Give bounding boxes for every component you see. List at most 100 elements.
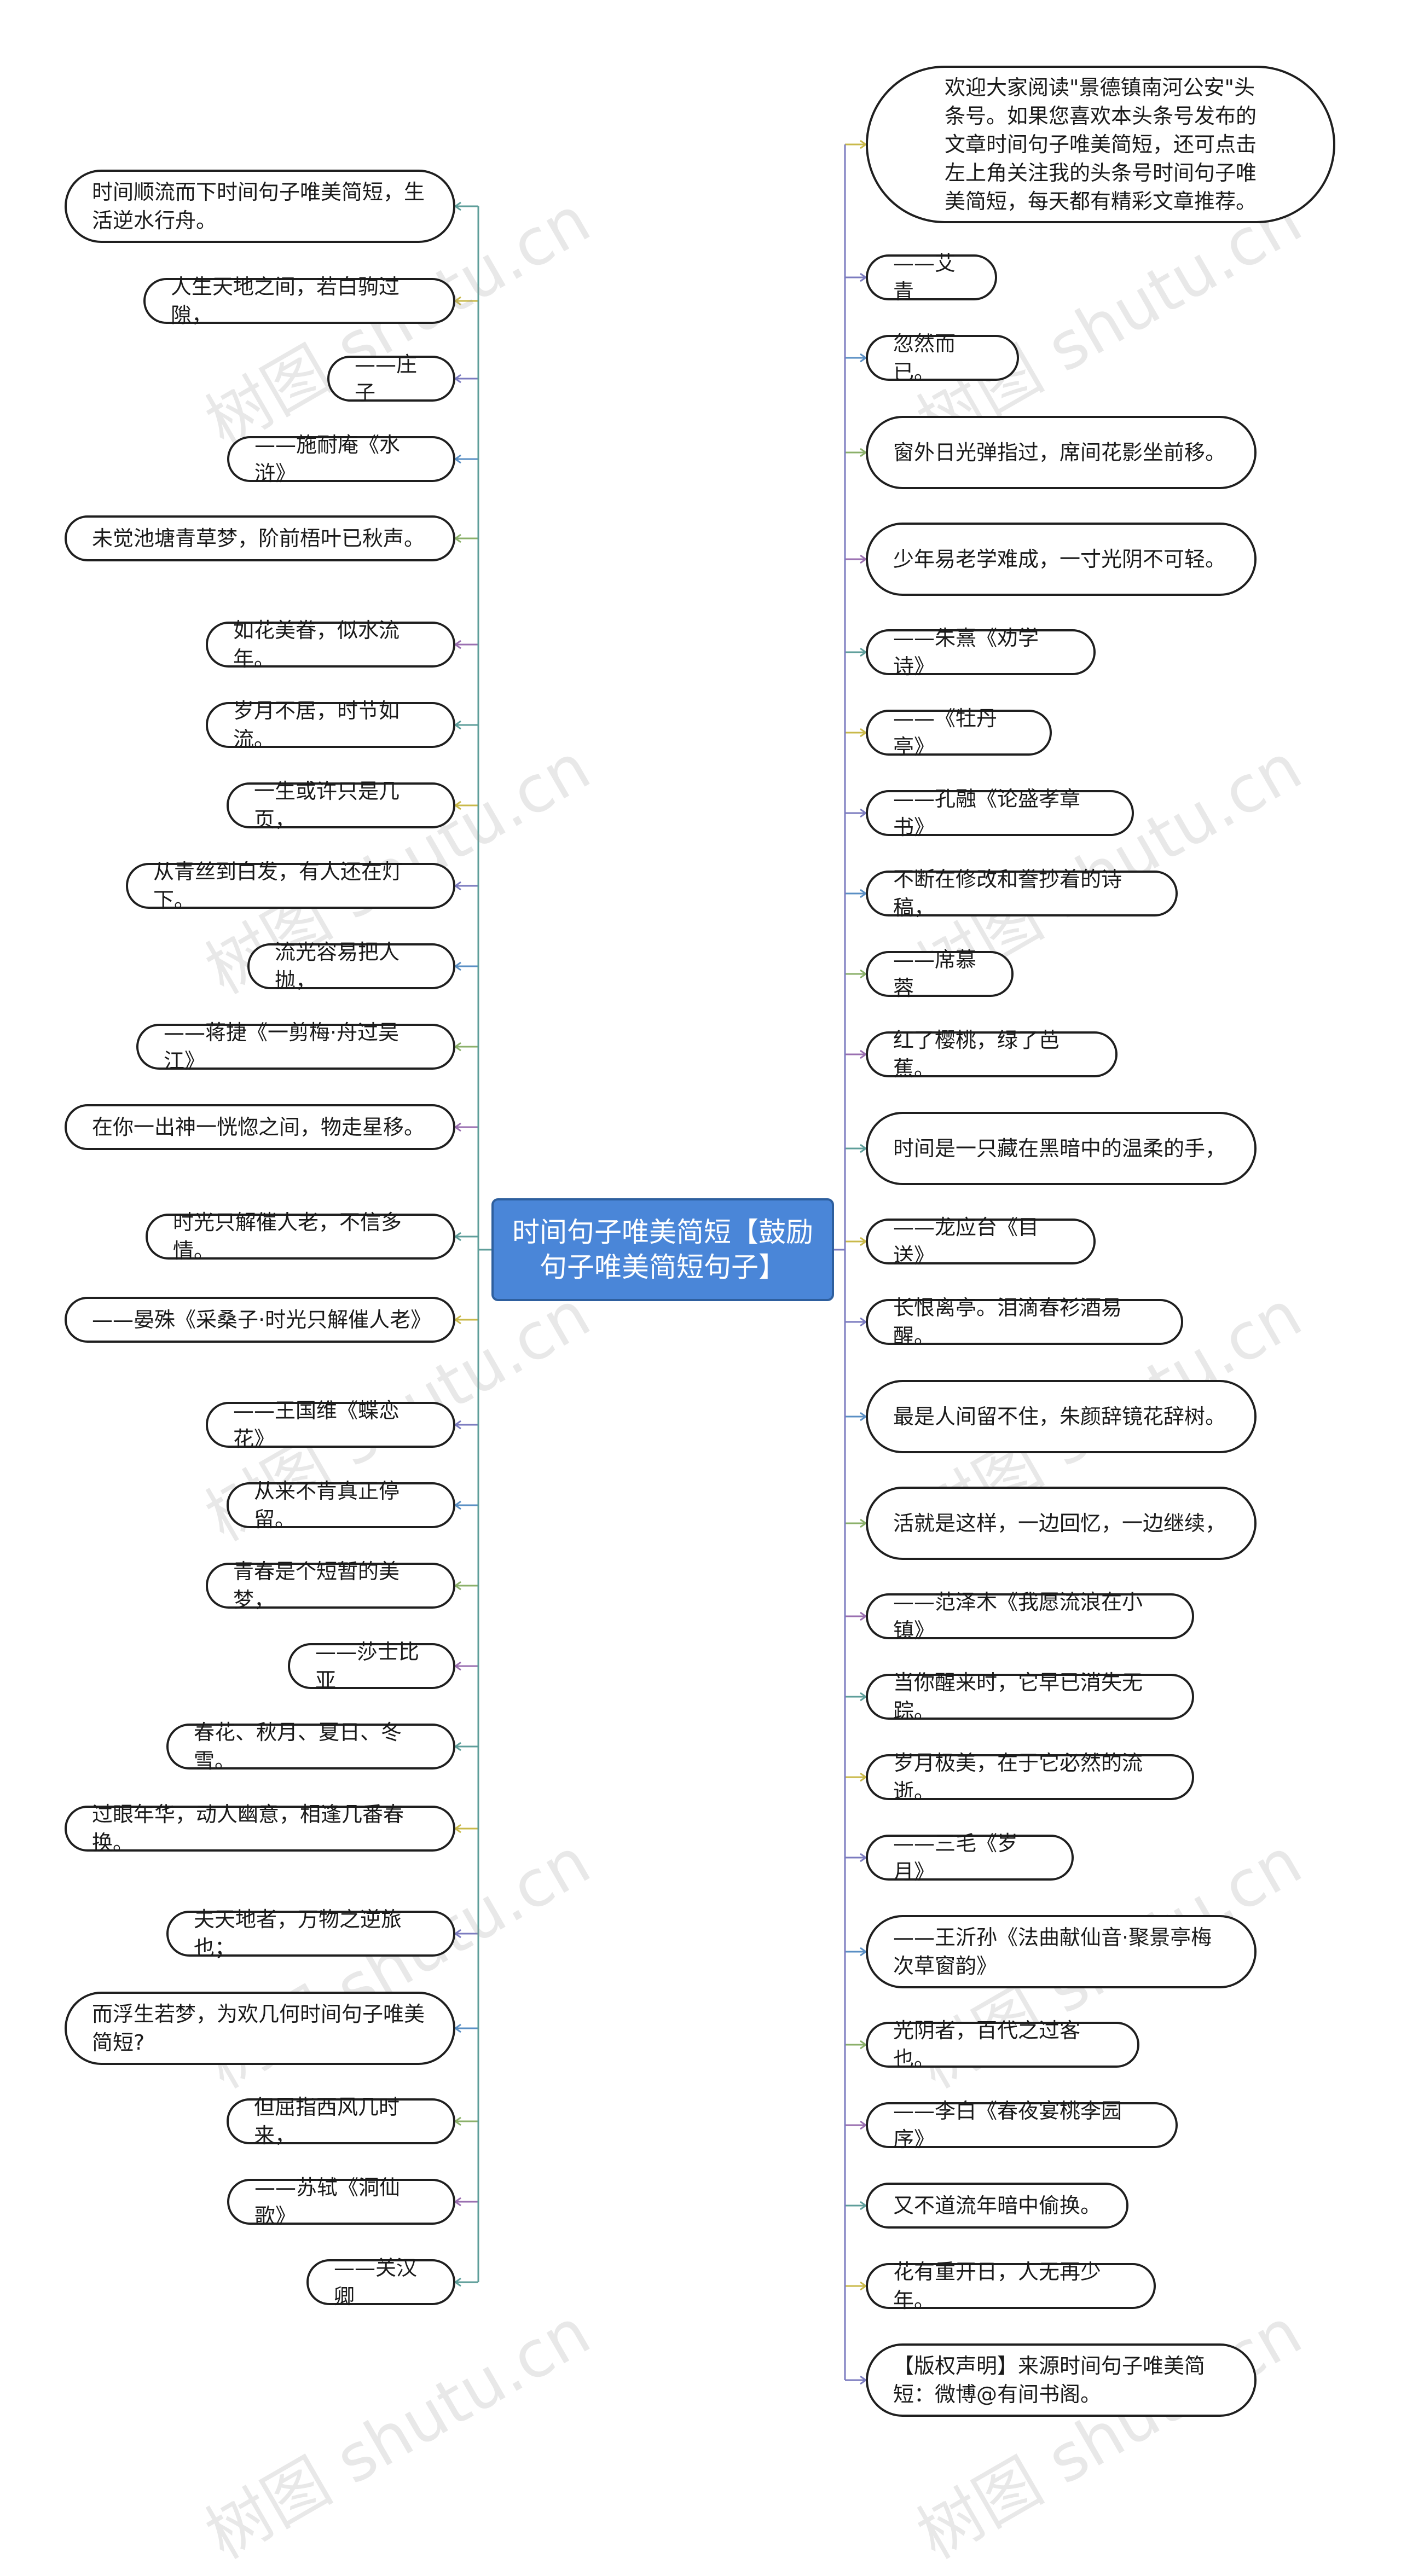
left-node[interactable]: 过眼年华，动人幽意，相逢几番春换。 [65,1802,455,1855]
left-arrowhead [454,1122,461,1132]
left-arrowhead [454,640,461,649]
left-node-label: 未觉池塘青草梦，阶前梧叶已秋声。 [92,526,425,550]
left-node-label: 人生天地之间，若白驹过隙， [171,275,400,327]
left-node-label: ——关汉卿 [334,2256,418,2308]
left-node[interactable]: ——王国维《蝶恋花》 [206,1399,455,1451]
left-arrowhead [454,533,461,543]
right-node[interactable]: ——席慕蓉 [866,948,1014,1000]
right-node-label: 花有重开日，人无再少年。 [893,2260,1102,2312]
right-node[interactable]: ——范泽木《我愿流浪在小镇》 [866,1590,1194,1643]
left-node[interactable]: 从青丝到白发，有人还在灯下。 [126,860,455,912]
left-node[interactable]: 时间顺流而下时间句子唯美简短，生活逆水行舟。 [65,170,455,243]
left-arrowhead [454,1500,461,1510]
left-node[interactable]: 而浮生若梦，为欢几何时间句子唯美简短? [65,1992,455,2065]
right-node[interactable]: ——王沂孙《法曲献仙音·聚景亭梅次草窗韵》 [866,1915,1257,1988]
left-arrowhead [454,2023,461,2033]
right-node-label: ——龙应台《目送》 [893,1215,1039,1268]
left-node[interactable]: 青春是个短暂的美梦， [206,1559,455,1612]
left-node[interactable]: ——庄子 [327,352,455,405]
right-node[interactable]: 忽然而已。 [866,332,1019,384]
left-node-label: 如花美眷，似水流年。 [233,618,400,671]
left-node-label: 从来不肯真正停留。 [254,1479,400,1531]
right-node[interactable]: 当你醒来时，它早已消失无踪。 [866,1670,1194,1723]
right-node-label: ——席慕蓉 [893,948,977,1000]
left-node-label: ——庄子 [355,352,418,405]
right-node-label: 岁月极美，在于它必然的流逝。 [893,1751,1143,1803]
left-node-label: 从青丝到白发，有人还在灯下。 [153,860,403,912]
right-node[interactable]: ——三毛《岁月》 [866,1831,1074,1884]
right-node-label: 不断在修改和誊抄着的诗稿， [893,867,1122,920]
left-node-label: 而浮生若梦，为欢几何时间句子唯美简短? [92,2002,425,2055]
left-node-label: ——莎士比亚 [315,1640,420,1692]
left-node[interactable]: 人生天地之间，若白驹过隙， [143,275,455,327]
left-node-label: ——蒋捷《一剪梅·舟过吴江》 [164,1020,400,1073]
left-arrowhead [454,1742,461,1751]
right-node[interactable]: 不断在修改和誊抄着的诗稿， [866,867,1178,920]
right-node-label: ——孔融《论盛孝章书》 [893,787,1081,839]
central-topic[interactable]: 时间句子唯美简短【鼓励句子唯美简短句子】 [491,1198,834,1301]
left-node[interactable]: 如花美眷，似水流年。 [206,618,455,671]
right-node[interactable]: 红了樱桃，绿了芭蕉。 [866,1028,1118,1081]
connector-lines [454,140,867,2385]
left-node-label: ——施耐庵《水浒》 [254,433,401,485]
right-node-label: ——李白《春夜宴桃李园序》 [893,2099,1122,2151]
right-node-label: 光阴者，百代之过客也。 [893,2018,1081,2071]
right-node[interactable]: 时间是一只藏在黑暗中的温柔的手， [866,1112,1257,1185]
left-node-label: 青春是个短暂的美梦， [233,1559,400,1612]
right-node-label: 当你醒来时，它早已消失无踪。 [893,1670,1143,1723]
left-arrowhead [454,1824,461,1834]
left-node[interactable]: 未觉池塘青草梦，阶前梧叶已秋声。 [65,515,455,561]
right-node[interactable]: 少年易老学难成，一寸光阴不可轻。 [866,523,1257,596]
left-arrowhead [454,2116,461,2126]
left-node[interactable]: 一生或许只是几页， [227,779,455,832]
right-node[interactable]: 活就是这样，一边回忆，一边继续， [866,1487,1257,1560]
right-node[interactable]: 花有重开日，人无再少年。 [866,2260,1156,2312]
intro-note-label: 欢迎大家阅读"景德镇南河公安"头条号。如果您喜欢本头条号发布的文章时间句子唯美简… [945,76,1257,213]
left-node[interactable]: 春花、秋月、夏日、冬雪。 [166,1720,455,1773]
left-arrowhead [454,1232,461,1241]
left-node[interactable]: 但屈指西风几时来， [227,2095,455,2148]
right-node[interactable]: 长恨离亭。泪滴春衫酒易醒。 [866,1296,1183,1348]
left-node[interactable]: ——晏殊《采桑子·时光只解催人老》 [65,1297,455,1343]
right-node-label: ——朱熹《劝学诗》 [893,626,1039,678]
right-node[interactable]: ——孔融《论盛孝章书》 [866,787,1134,839]
left-arrowhead [454,296,461,306]
left-node[interactable]: 夫天地者，万物之逆旅也； [166,1907,455,1960]
left-node[interactable]: 岁月不居，时节如流。 [206,699,455,751]
left-node[interactable]: ——施耐庵《水浒》 [227,433,455,485]
right-node[interactable]: ——龙应台《目送》 [866,1215,1096,1268]
right-node-label: 又不道流年暗中偷换。 [893,2194,1102,2218]
left-node[interactable]: 在你一出神一恍惚之间，物走星移。 [65,1104,455,1150]
left-node-label: 但屈指西风几时来， [254,2095,400,2148]
left-node[interactable]: 从来不肯真正停留。 [227,1479,455,1531]
right-node[interactable]: 最是人间留不住，朱颜辞镜花辞树。 [866,1380,1257,1453]
left-node-label: ——晏殊《采桑子·时光只解催人老》 [92,1308,432,1332]
left-node[interactable]: ——苏轼《洞仙歌》 [227,2175,455,2228]
right-node-label: 长恨离亭。泪滴春衫酒易醒。 [893,1296,1122,1348]
right-node[interactable]: ——《牡丹亭》 [866,706,1052,759]
left-node-label: ——王国维《蝶恋花》 [233,1399,400,1451]
right-node-label: ——艾青 [893,251,956,304]
left-arrowhead [454,1661,461,1671]
right-node[interactable]: ——李白《春夜宴桃李园序》 [866,2099,1178,2151]
left-node[interactable]: 流光容易把人抛， [247,940,455,993]
right-node[interactable]: 光阴者，百代之过客也。 [866,2018,1139,2071]
right-node[interactable]: ——艾青 [866,251,997,304]
intro-note[interactable]: 欢迎大家阅读"景德镇南河公安"头条号。如果您喜欢本头条号发布的文章时间句子唯美简… [866,66,1335,223]
left-node[interactable]: ——莎士比亚 [288,1640,455,1692]
right-node[interactable]: 【版权声明】来源时间句子唯美简短：微博@有间书阁。 [866,2343,1257,2417]
right-node[interactable]: 窗外日光弹指过，席间花影坐前移。 [866,416,1257,489]
right-node[interactable]: 又不道流年暗中偷换。 [866,2183,1128,2229]
left-node[interactable]: ——蒋捷《一剪梅·舟过吴江》 [136,1020,455,1073]
left-arrowhead [454,1315,461,1325]
left-node-label: 在你一出神一恍惚之间，物走星移。 [92,1115,425,1139]
left-arrowhead [454,201,461,211]
right-node-label: ——王沂孙《法曲献仙音·聚景亭梅次草窗韵》 [893,1925,1212,1978]
right-node[interactable]: 岁月极美，在于它必然的流逝。 [866,1751,1194,1803]
left-arrowhead [454,454,461,464]
right-node-label: 【版权声明】来源时间句子唯美简短：微博@有间书阁。 [893,2354,1206,2406]
left-node[interactable]: ——关汉卿 [306,2256,455,2308]
left-node[interactable]: 时光只解催人老，不信多情。 [146,1210,455,1263]
right-node[interactable]: ——朱熹《劝学诗》 [866,626,1096,678]
left-node-label: 夫天地者，万物之逆旅也； [194,1907,402,1960]
